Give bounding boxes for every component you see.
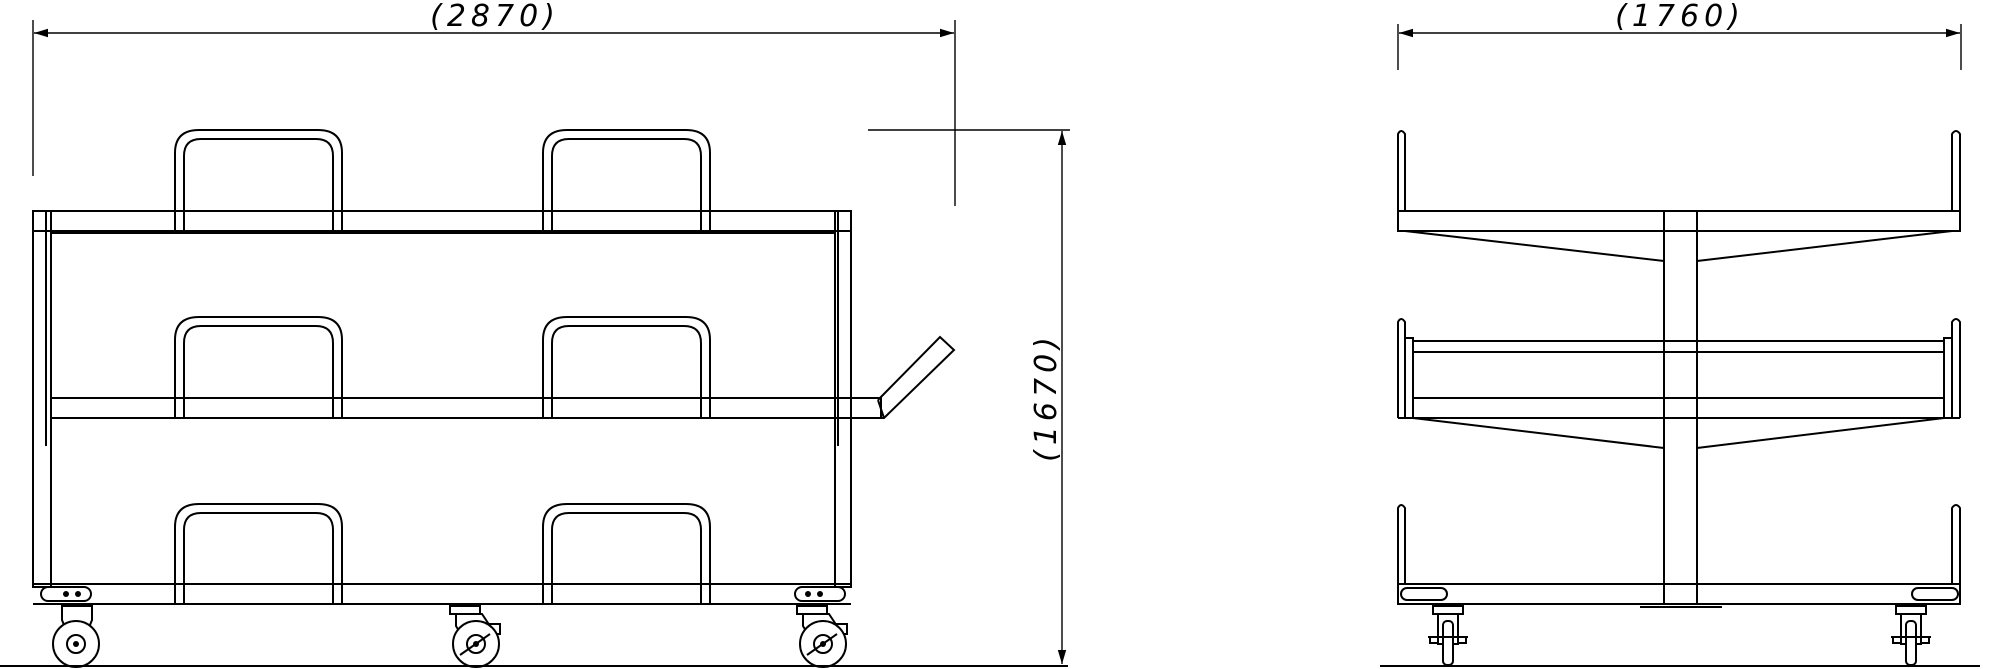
end-caster-left [1428, 605, 1468, 666]
push-handle [877, 335, 956, 419]
hoop-bottom-left [174, 503, 343, 604]
middle-tier [1397, 318, 1961, 449]
caster-middle [449, 605, 501, 668]
width-dimension: (1760) [1397, 0, 1962, 70]
length-dimension: (2870) [32, 0, 956, 206]
top-shelf [32, 210, 852, 234]
bottom-tier [1397, 504, 1961, 605]
left-frame-post [32, 210, 52, 588]
side-view: (2870) (1670) [0, 0, 1070, 668]
height-dimension: (1670) [868, 129, 1070, 664]
bottom-shelf [33, 583, 851, 605]
end-view: (1760) [1380, 0, 1980, 667]
caster-pad-right [794, 586, 846, 602]
hoop-middle-left [174, 316, 343, 418]
caster-right [796, 605, 848, 668]
top-tier [1397, 130, 1961, 262]
height-dimension-label: (1670) [1029, 332, 1064, 462]
end-caster-right [1891, 605, 1931, 666]
hoop-top-right [542, 129, 711, 231]
caster-pad-left [40, 586, 92, 602]
hoop-top-left [174, 129, 343, 231]
width-dimension-label: (1760) [1615, 0, 1745, 34]
caster-left [52, 605, 100, 668]
hoop-bottom-right [542, 503, 711, 604]
hoop-middle-right [542, 316, 711, 418]
length-dimension-label: (2870) [430, 0, 560, 34]
central-column [1663, 210, 1698, 605]
